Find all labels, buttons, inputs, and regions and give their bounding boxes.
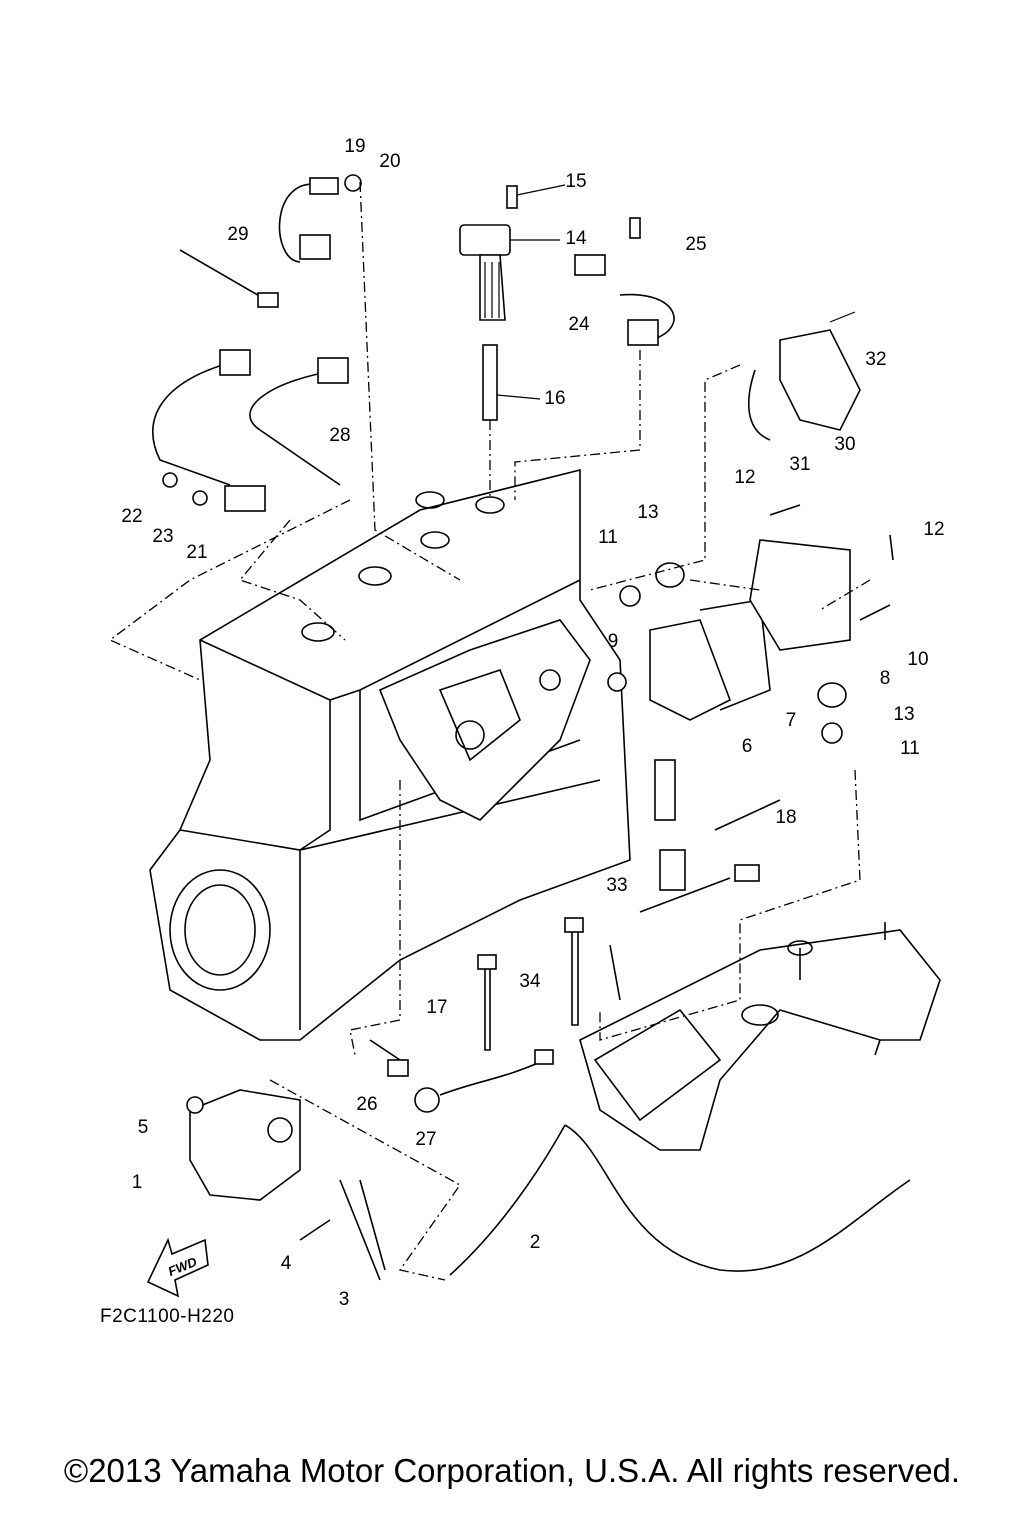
part-label: 7	[785, 710, 797, 731]
part-label: 24	[568, 314, 590, 335]
part-label: 4	[280, 1253, 292, 1274]
part-label: 8	[879, 668, 891, 689]
part-label: 11	[900, 738, 920, 759]
part-label: 25	[685, 234, 707, 255]
part-label: 1	[131, 1172, 143, 1193]
copyright-notice: ©2013 Yamaha Motor Corporation, U.S.A. A…	[63, 1452, 961, 1489]
part-label: 12	[734, 467, 756, 488]
ignition-coil	[459, 184, 566, 421]
part-label: 17	[426, 997, 448, 1018]
part-label: 23	[152, 526, 174, 547]
part-label: 14	[565, 228, 587, 249]
part-label: 5	[137, 1117, 149, 1138]
part-label: 10	[907, 649, 929, 670]
ecm-unit	[607, 504, 894, 913]
diagram-code: F2C1100-H220	[100, 1306, 235, 1327]
part-label: 30	[834, 434, 856, 455]
part-label: 9	[607, 631, 619, 652]
part-label: 18	[775, 807, 797, 828]
throttle-sensor	[747, 311, 861, 441]
part-label: 21	[186, 542, 208, 563]
part-label: 3	[338, 1289, 350, 1310]
part-label: 20	[379, 151, 401, 172]
small-parts	[369, 917, 621, 1113]
part-label: 19	[344, 136, 366, 157]
engine-block	[149, 468, 631, 1041]
part-label: 11	[598, 527, 618, 548]
part-label: 28	[329, 425, 351, 446]
part-label: 29	[227, 224, 249, 245]
part-label: 13	[893, 704, 915, 725]
part-label: 2	[529, 1232, 541, 1253]
part-label: 26	[356, 1094, 378, 1115]
part-label: 27	[415, 1129, 437, 1150]
part-label: 6	[741, 736, 753, 757]
part-label: 33	[606, 875, 628, 896]
throttle-body	[186, 1089, 911, 1281]
part-label: 31	[789, 454, 811, 475]
exhaust-pipe	[579, 922, 941, 1151]
part-label: 12	[923, 519, 945, 540]
part-label: 15	[565, 171, 587, 192]
part-label: 13	[637, 502, 659, 523]
part-label: 34	[519, 971, 541, 992]
part-label: 32	[865, 349, 887, 370]
sensors	[152, 174, 675, 512]
fwd-arrow-icon: FWD	[146, 1237, 209, 1298]
reference-lines	[108, 181, 871, 1281]
part-label: 22	[121, 506, 143, 527]
part-label: 16	[544, 388, 566, 409]
